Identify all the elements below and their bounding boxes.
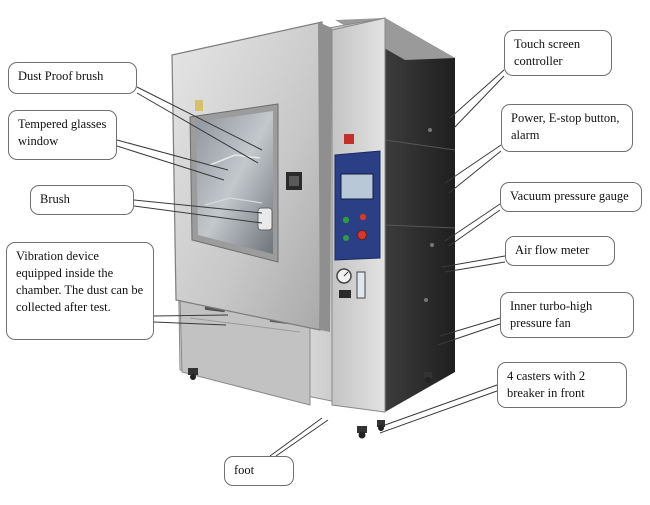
leader-lines: [116, 69, 506, 457]
caster: [424, 372, 432, 378]
e-stop-button: [357, 230, 367, 240]
label-foot: foot: [224, 456, 294, 486]
label-inner-fan: Inner turbo-high pressure fan: [500, 292, 634, 338]
label-air-flow-meter: Air flow meter: [505, 236, 615, 266]
tempered-glass-window: [196, 111, 273, 254]
label-casters: 4 casters with 2 breaker in front: [497, 362, 627, 408]
label-power-estop-alarm: Power, E-stop button, alarm: [501, 104, 633, 152]
touch-screen: [340, 173, 374, 200]
power-button: [342, 216, 350, 224]
label-vibration-device: Vibration device equipped inside the cha…: [6, 242, 154, 340]
label-dust-proof-brush: Dust Proof brush: [8, 62, 137, 94]
brush-bracket: [257, 207, 273, 231]
label-touch-screen-controller: Touch screen controller: [504, 30, 612, 76]
label-vacuum-pressure-gauge: Vacuum pressure gauge: [500, 182, 642, 212]
caster: [377, 420, 385, 427]
alarm-button: [359, 213, 367, 221]
label-brush: Brush: [30, 185, 134, 215]
caster: [357, 426, 367, 433]
caster: [188, 368, 198, 375]
label-tempered-glass-window: Tempered glasses window: [8, 110, 117, 160]
cabinet-side-panel: [385, 18, 455, 412]
indicator-button: [343, 235, 349, 241]
door-label-plate: [195, 100, 203, 111]
brand-logo: [344, 134, 354, 144]
air-flow-meter: [356, 271, 366, 299]
control-panel: [334, 150, 381, 261]
